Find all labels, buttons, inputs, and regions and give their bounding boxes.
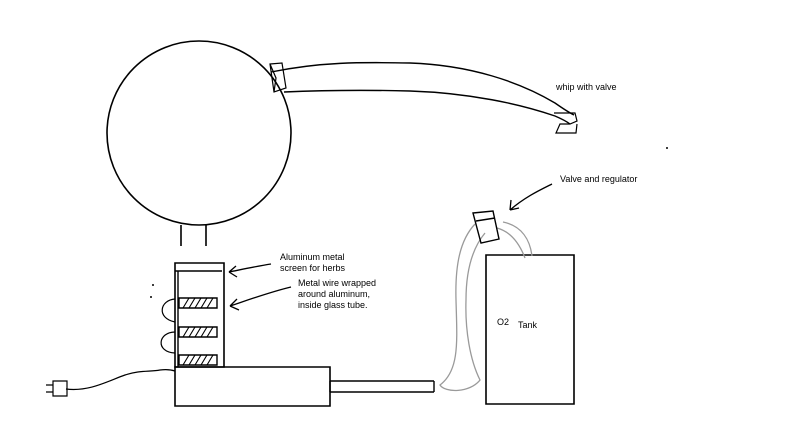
heating-coils: [179, 298, 217, 365]
label-valve-and-regulator: Valve and regulator: [560, 174, 638, 184]
label-tank: Tank: [518, 320, 538, 330]
power-cord: [66, 370, 175, 390]
whip-bag-connector: [270, 63, 286, 92]
label-metal-wire: Metal wire wrapped around aluminum, insi…: [298, 278, 376, 311]
regulator-valve: [473, 211, 499, 243]
whip-tube-lower: [284, 90, 570, 124]
label-aluminum-screen: Aluminum metal screen for herbs: [280, 252, 345, 274]
aluminum-screen: [175, 271, 222, 367]
wire-loops: [161, 299, 175, 353]
arrow-screen: [229, 264, 271, 277]
stray-dots: [150, 147, 668, 298]
oxygen-hose-tank-side: [497, 222, 532, 258]
label-whip-with-valve: whip with valve: [556, 82, 617, 92]
label-aluminum-screen-line1: Aluminum metal: [280, 252, 345, 262]
arrow-wire: [230, 287, 291, 310]
label-metal-wire-line2: around aluminum,: [298, 289, 371, 299]
label-metal-wire-line1: Metal wire wrapped: [298, 278, 377, 288]
o2-tank: [486, 255, 574, 404]
glass-tube: [175, 263, 224, 367]
arrow-valve-regulator: [510, 184, 552, 210]
base-housing: [175, 367, 330, 406]
label-metal-wire-line3: inside glass tube.: [298, 300, 368, 310]
balloon-bag: [107, 41, 291, 225]
bag-neck: [181, 225, 206, 246]
air-pipe: [330, 381, 434, 392]
plug-icon: [46, 381, 67, 396]
whip-valve: [554, 113, 577, 133]
whip-tube-upper: [271, 63, 574, 115]
oxygen-hose: [440, 224, 485, 390]
label-o2: O2: [497, 317, 510, 327]
label-aluminum-screen-line2: screen for herbs: [280, 263, 346, 273]
